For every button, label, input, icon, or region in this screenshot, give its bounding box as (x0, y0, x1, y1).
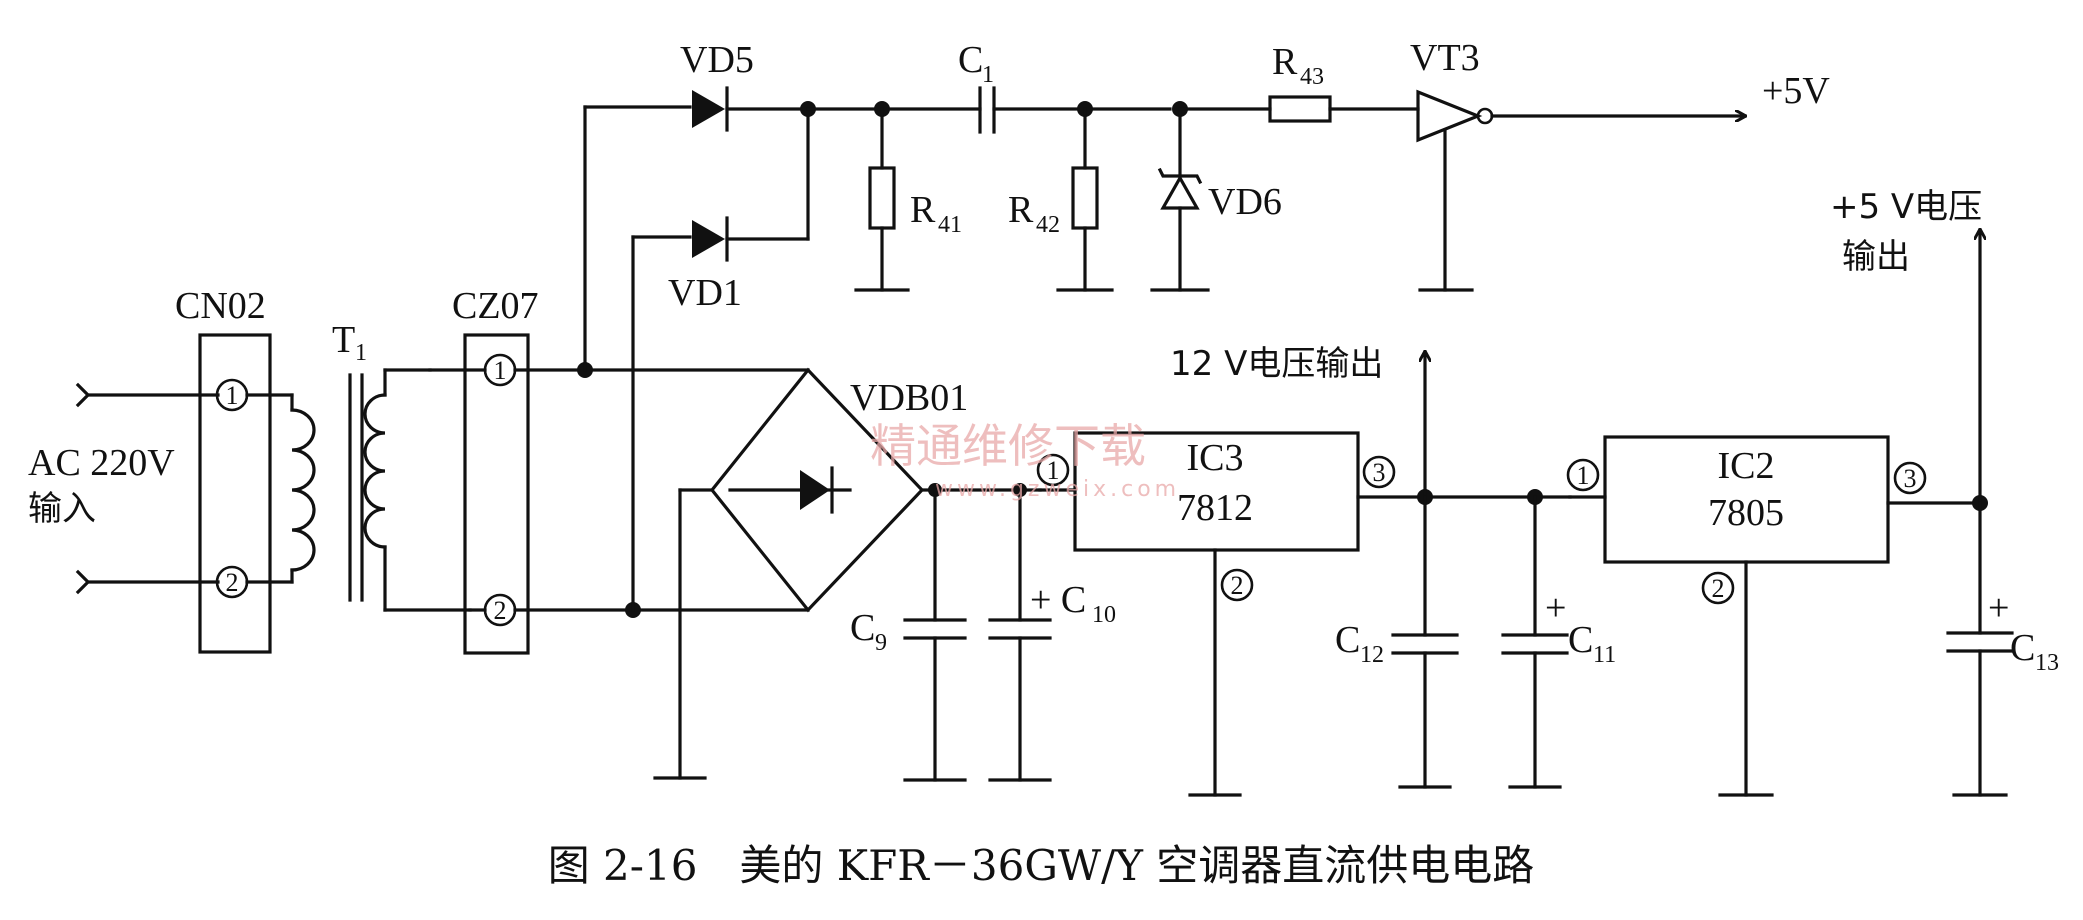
r42-label: R (1008, 189, 1034, 231)
ac-input-label-2: 输入 (28, 489, 96, 529)
r43-sub: 43 (1300, 64, 1324, 90)
out-5v-right-label-2: 输出 (1842, 237, 1910, 277)
vd5-label: VD5 (680, 39, 754, 81)
vt3-label: VT3 (1410, 37, 1480, 79)
transformer-t1: T 1 (245, 319, 472, 612)
watermark-url: www.gzweix.com (935, 477, 1180, 502)
c10-sub: 10 (1092, 602, 1116, 628)
c11-sub: 11 (1593, 642, 1616, 668)
c11-plus: + (1545, 587, 1566, 629)
ic2-pin1: 1 (1577, 461, 1590, 490)
node-12v: 12 V电压输出 C 12 + C 11 (1170, 344, 1616, 789)
inverter-vt3: VT3 +5V (1410, 37, 1830, 292)
ic3-pin3: 3 (1373, 458, 1386, 487)
figure-caption: 图 2-16 美的 KFR－36GW/Y 空调器直流供电电路 (548, 841, 1535, 890)
main-wiring (513, 105, 810, 618)
ac-input-label: AC 220V (28, 442, 175, 484)
r43-label: R (1272, 41, 1298, 83)
regulator-ic2: 1 IC2 7805 3 2 (1566, 435, 1927, 797)
vd1-label: VD1 (668, 272, 742, 314)
zener-vd6: VD6 (1150, 101, 1282, 292)
ic2-pin3: 3 (1904, 464, 1917, 493)
watermark-text: 精通维修下载 (870, 419, 1146, 473)
resistor-r42: R 42 (1008, 101, 1114, 292)
diode-vd1: VD1 (668, 216, 810, 314)
cn02-pin1: 1 (226, 381, 239, 410)
c9-sub: 9 (875, 630, 887, 656)
node-5v: +5 V电压 输出 + C 13 (1830, 187, 2059, 797)
c9-label: C (850, 607, 875, 649)
ic3-part: 7812 (1177, 487, 1253, 529)
ic3-name: IC3 (1187, 437, 1244, 479)
ac-input: AC 220V 输入 (28, 382, 220, 595)
c11-label: C (1568, 619, 1593, 661)
c13-sub: 13 (2035, 650, 2059, 676)
t1-sub: 1 (355, 340, 367, 366)
diode-vd5: VD5 (680, 39, 810, 132)
c12-label: C (1335, 619, 1360, 661)
cn02-pin2: 2 (226, 568, 239, 597)
bridge-vdb01: VDB01 (653, 367, 968, 780)
c1-label: C (958, 39, 983, 81)
watermark: 精通维修下载 www.gzweix.com (870, 419, 1180, 502)
r41-label: R (910, 189, 936, 231)
cz07-pin1: 1 (494, 356, 507, 385)
c10-label: + C (1030, 579, 1086, 621)
top-chain: R 41 (800, 101, 982, 292)
c13-plus: + (1988, 587, 2009, 629)
regulator-ic3: 1 IC3 7812 3 2 (1036, 431, 1396, 797)
t1-label: T (332, 319, 355, 361)
ic2-pin2: 2 (1712, 574, 1725, 603)
r42-sub: 42 (1036, 212, 1060, 238)
ic3-pin1: 1 (1047, 456, 1060, 485)
cn02-label: CN02 (175, 285, 266, 327)
ic2-part: 7805 (1708, 492, 1784, 534)
out-12v-label: 12 V电压输出 (1170, 344, 1383, 384)
connector-cz07: CZ07 1 2 (428, 285, 539, 655)
vd6-label: VD6 (1208, 181, 1282, 223)
out-5v-right-label: +5 V电压 (1830, 187, 1982, 227)
cz07-label: CZ07 (452, 285, 539, 327)
vdb01-label: VDB01 (850, 377, 968, 419)
cz07-pin2: 2 (494, 596, 507, 625)
connector-cn02: CN02 1 2 (175, 285, 272, 654)
out-5v-top-label: +5V (1762, 70, 1830, 112)
filter-caps: C 9 + C 10 (850, 483, 1116, 782)
c1-sub: 1 (982, 62, 994, 88)
capacitor-c1: C 1 (958, 39, 1172, 134)
ic2-name: IC2 (1718, 445, 1775, 487)
resistor-r43: R 43 (1178, 41, 1420, 123)
r41-sub: 41 (938, 212, 962, 238)
ic3-pin2: 2 (1231, 571, 1244, 600)
c13-label: C (2010, 627, 2035, 669)
c12-sub: 12 (1360, 642, 1384, 668)
